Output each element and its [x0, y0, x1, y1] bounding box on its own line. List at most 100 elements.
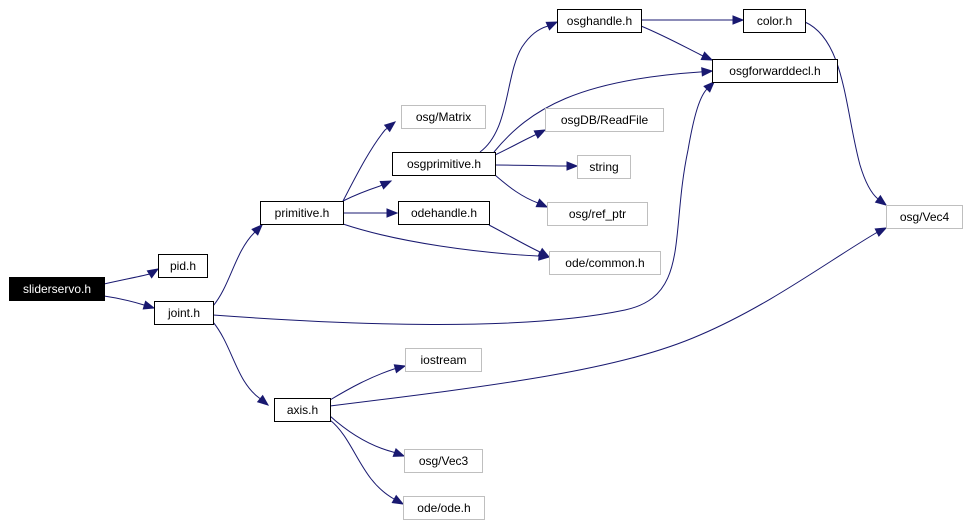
node-osgforwarddecl-label: osgforwarddecl.h [729, 64, 820, 78]
edge-line [804, 21, 887, 206]
node-string-box [577, 155, 631, 179]
node-osgvec3: osg/Vec3 [404, 449, 483, 473]
node-colorh-label: color.h [757, 14, 792, 28]
node-axis-box [274, 398, 331, 422]
node-joint[interactable]: joint.h [154, 301, 214, 325]
node-joint-box [154, 301, 214, 325]
edge-arrowhead [545, 21, 559, 31]
edge-colorh-to-osgvec4 [804, 21, 888, 206]
edge-line [493, 70, 713, 153]
edge-arrowhead [732, 15, 745, 25]
edge-arrowhead [383, 121, 397, 133]
node-osgvec4-label: osg/Vec4 [900, 210, 950, 224]
edge-primitive-to-osgprimitive [342, 180, 393, 202]
edge-axis-to-osgvec3 [329, 415, 406, 457]
node-osgdbreadfile-label: osgDB/ReadFile [561, 113, 649, 127]
edge-arrowhead [256, 394, 270, 406]
node-odeode-label: ode/ode.h [417, 501, 470, 515]
node-odecommon-box [549, 251, 661, 275]
edge-line [479, 21, 558, 153]
node-sliderservo-box [9, 277, 105, 301]
node-sliderservo[interactable]: sliderservo.h [9, 277, 105, 301]
edge-primitive-to-odehandle [343, 208, 399, 218]
edge-arrowhead [393, 364, 407, 374]
node-iostream: iostream [405, 348, 482, 372]
edge-line [329, 227, 887, 407]
edge-line [329, 415, 405, 457]
edge-arrowhead [533, 129, 547, 139]
node-odehandle[interactable]: odehandle.h [398, 201, 490, 225]
edge-primitive-to-odecommon [342, 223, 551, 261]
edge-joint-to-axis [212, 321, 270, 406]
edge-arrowhead [537, 247, 551, 258]
edge-line [329, 365, 406, 401]
edge-line [494, 164, 577, 167]
node-osgrefptr: osg/ref_ptr [547, 202, 648, 226]
edge-osgprimitive-to-osgdbreadfile [494, 129, 547, 156]
edge-sliderservo-to-joint [103, 295, 156, 310]
edge-line [212, 321, 269, 406]
nodes-layer: sliderservo.h pid.h joint.h primitive.h … [9, 9, 963, 520]
edge-line [329, 419, 404, 505]
node-osgmatrix-box [401, 105, 486, 129]
edge-primitive-to-osgmatrix [342, 121, 397, 202]
edge-osgprimitive-to-osgforwarddecl [493, 67, 714, 153]
node-string: string [577, 155, 631, 179]
node-osgvec3-label: osg/Vec3 [419, 454, 469, 468]
node-osghandle-box [557, 9, 642, 33]
edge-line [494, 129, 546, 156]
node-pid-label: pid.h [170, 259, 196, 273]
edge-arrowhead [874, 227, 888, 237]
node-iostream-box [405, 348, 482, 372]
node-osghandle-label: osghandle.h [567, 14, 632, 28]
edge-arrowhead [392, 447, 406, 457]
edge-arrowhead [874, 194, 888, 206]
edge-arrowhead [700, 51, 714, 61]
edge-line [212, 224, 263, 307]
node-osghandle[interactable]: osghandle.h [557, 9, 642, 33]
edge-line [212, 81, 715, 326]
edge-line [342, 121, 396, 202]
edge-arrowhead [251, 224, 263, 236]
node-joint-label: joint.h [167, 306, 200, 320]
edge-axis-to-osgvec4 [329, 227, 888, 407]
node-colorh[interactable]: color.h [743, 9, 806, 33]
node-osgvec3-box [404, 449, 483, 473]
edge-arrowhead [701, 67, 714, 77]
edge-axis-to-odeode [329, 419, 405, 505]
node-axis[interactable]: axis.h [274, 398, 331, 422]
edge-arrowhead [142, 300, 156, 310]
node-primitive[interactable]: primitive.h [260, 201, 344, 225]
node-osgrefptr-label: osg/ref_ptr [569, 207, 626, 221]
node-osgmatrix: osg/Matrix [401, 105, 486, 129]
edge-arrowhead [386, 208, 399, 218]
node-colorh-box [743, 9, 806, 33]
node-osgforwarddecl[interactable]: osgforwarddecl.h [712, 59, 838, 83]
node-osgvec4-box [886, 205, 963, 229]
node-primitive-box [260, 201, 344, 225]
edge-arrowhead [379, 180, 393, 190]
edge-axis-to-iostream [329, 364, 407, 401]
edges-layer [103, 15, 888, 505]
edge-line [342, 180, 392, 202]
edge-arrowhead [535, 198, 549, 208]
node-osgforwarddecl-box [712, 59, 838, 83]
edge-sliderservo-to-pid [103, 268, 160, 285]
node-iostream-label: iostream [420, 353, 466, 367]
edge-arrowhead [566, 161, 579, 171]
edge-joint-to-primitive [212, 224, 263, 307]
node-pid[interactable]: pid.h [158, 254, 208, 278]
edge-osgprimitive-to-osgrefptr [494, 174, 549, 208]
node-odehandle-label: odehandle.h [411, 206, 477, 220]
edge-arrowhead [391, 494, 405, 505]
node-odecommon: ode/common.h [549, 251, 661, 275]
node-string-label: string [589, 160, 618, 174]
edge-arrowhead [703, 81, 715, 93]
edge-odehandle-to-odecommon [488, 224, 551, 258]
edge-joint-to-osgforwarddecl [212, 81, 715, 326]
node-osgmatrix-label: osg/Matrix [416, 110, 471, 124]
node-osgprimitive[interactable]: osgprimitive.h [392, 152, 496, 176]
edge-osghandle-to-osgforwarddecl [640, 25, 714, 61]
edge-line [342, 223, 550, 258]
